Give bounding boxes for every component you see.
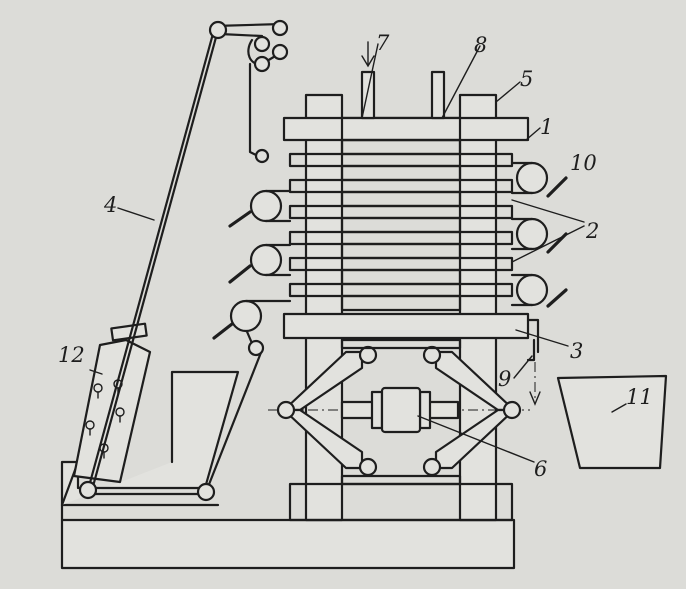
- guide-rollers: [78, 19, 289, 502]
- label-9: 9: [498, 367, 511, 391]
- label-1: 1: [540, 115, 553, 139]
- wash-tank: [72, 322, 152, 484]
- cloth-rollers: [212, 161, 568, 340]
- label-7: 7: [376, 31, 390, 55]
- frame-columns: [288, 93, 514, 522]
- label-2: 2: [585, 219, 599, 243]
- cake-hopper: [556, 374, 668, 470]
- filter-plates: [288, 138, 514, 312]
- head-plate: [282, 116, 530, 142]
- label-11: 11: [626, 385, 653, 409]
- filtrate-outlet: [529, 362, 541, 406]
- label-6: 6: [534, 457, 547, 481]
- base-platform: [60, 503, 516, 570]
- part-labels: 1 2 3 4 5 6 7 8 9 10 11 12: [58, 31, 653, 481]
- label-8: 8: [474, 33, 487, 57]
- label-12: 12: [58, 343, 85, 367]
- pressure-plate: [282, 312, 540, 362]
- leader-lines: [89, 43, 627, 463]
- label-5: 5: [520, 67, 533, 91]
- label-4: 4: [103, 193, 117, 217]
- feed-pipes: [360, 41, 446, 120]
- label-3: 3: [570, 339, 583, 363]
- label-10: 10: [570, 151, 597, 175]
